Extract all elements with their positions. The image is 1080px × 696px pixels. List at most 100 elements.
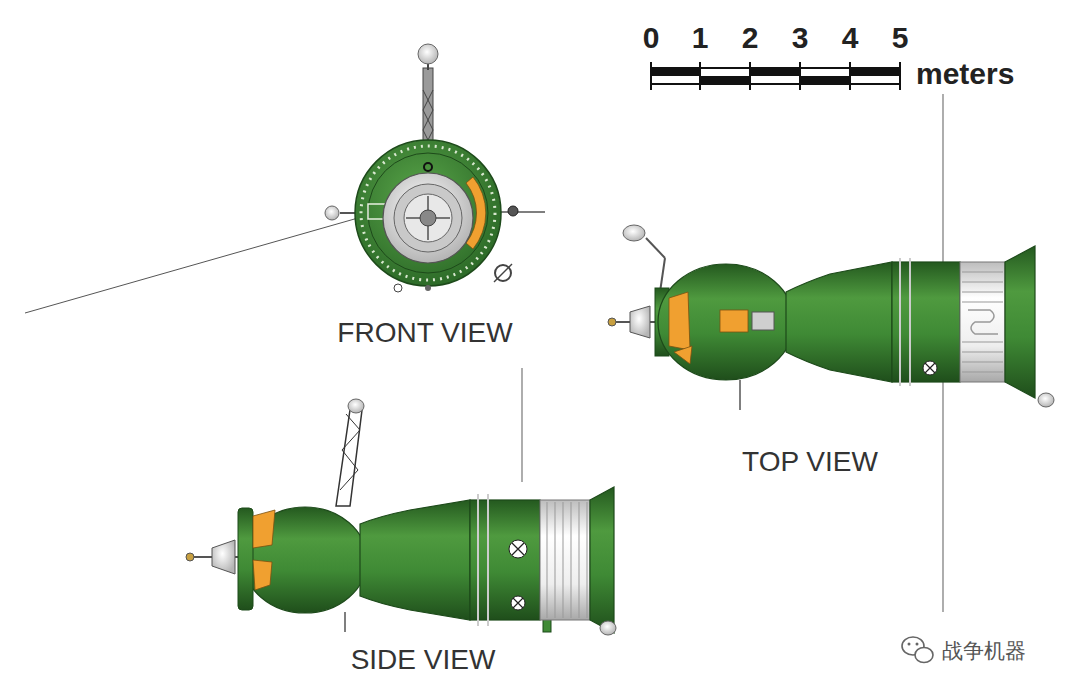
side-view-craft [348, 399, 364, 413]
unit-label: meters [916, 59, 1014, 89]
top-view-craft [674, 346, 692, 364]
front-view-craft [368, 153, 488, 273]
front-view-craft [394, 284, 402, 292]
view-label: SIDE VIEW [351, 646, 496, 674]
watermark-icon [908, 643, 911, 646]
scale-bar [750, 68, 800, 76]
side-view-craft [600, 621, 616, 635]
top-view-craft [752, 312, 774, 330]
side-view-craft [186, 399, 616, 635]
front-view-craft [383, 173, 473, 263]
top-view-craft [630, 306, 650, 338]
scale-number: 5 [892, 23, 909, 53]
scale-number: 3 [792, 23, 809, 53]
side-view-craft [253, 560, 272, 590]
top-view-craft [720, 310, 748, 332]
scale-bar [651, 68, 900, 84]
side-view-craft [579, 502, 580, 618]
view-label: FRONT VIEW [337, 319, 512, 347]
top-view-craft [658, 264, 794, 380]
front-view-craft [425, 285, 431, 291]
front-view-craft [424, 163, 432, 171]
top-view-craft [899, 258, 901, 386]
front-view-craft [394, 184, 462, 252]
side-view-craft [477, 494, 479, 626]
scale-number: 0 [643, 23, 660, 53]
scale-bar [850, 68, 900, 76]
view-label: TOP VIEW [742, 448, 878, 476]
top-view-craft [962, 282, 1003, 283]
top-view-craft [660, 258, 665, 292]
watermark: 战争机器 [942, 640, 1026, 661]
watermark-icon [916, 643, 919, 646]
top-view-craft [962, 362, 1003, 363]
top-view-craft [909, 258, 911, 386]
scale-bar [899, 62, 901, 90]
front-view-craft [495, 265, 511, 281]
front-view-craft [494, 264, 512, 282]
side-view-craft [512, 543, 524, 555]
side-view-craft [243, 507, 367, 613]
top-view-craft [962, 342, 1003, 343]
top-view-craft [968, 310, 998, 334]
scale-number: 2 [742, 23, 759, 53]
top-view-craft [608, 318, 616, 326]
scale-bar [849, 62, 851, 90]
watermark-icon [902, 637, 933, 663]
top-view-craft [1038, 393, 1054, 407]
top-view-craft [962, 272, 1003, 372]
top-view-craft [960, 262, 1005, 382]
top-view-craft [739, 380, 741, 410]
side-view-craft [547, 502, 548, 618]
front-view-craft [355, 140, 501, 286]
top-view-craft [962, 272, 1003, 273]
scale-bar [749, 62, 751, 90]
side-view-craft [340, 414, 360, 490]
top-view-craft [1005, 246, 1035, 398]
side-view-craft [547, 502, 587, 618]
top-view-craft [623, 225, 645, 241]
top-view-craft [925, 363, 935, 373]
front-view-craft [325, 44, 545, 292]
side-view-craft [513, 598, 523, 608]
scale-bar [700, 76, 750, 84]
side-view-craft [540, 500, 590, 620]
scale-number: 1 [692, 23, 709, 53]
top-view-craft [962, 302, 1003, 303]
side-view-craft [563, 502, 564, 618]
side-view-craft [555, 502, 556, 618]
scale-bar [699, 62, 701, 90]
side-view-craft [344, 612, 346, 632]
watermark-icon [915, 648, 933, 663]
front-view-craft [404, 194, 452, 242]
reference-line [521, 368, 522, 482]
front-view-craft [420, 210, 436, 226]
top-view-craft [892, 262, 960, 382]
top-view-craft [669, 292, 690, 350]
top-view-craft [962, 372, 1003, 373]
side-view-craft [590, 487, 614, 633]
scale-number: 4 [842, 23, 859, 53]
side-view-craft [509, 540, 527, 558]
scale-bar [651, 68, 700, 76]
scale-bar [799, 62, 801, 90]
scale-bar [651, 62, 900, 90]
top-view-craft [646, 238, 665, 258]
front-view-craft [418, 44, 438, 64]
side-view-craft [253, 510, 275, 548]
side-view-craft [470, 500, 540, 620]
side-view-craft [511, 596, 525, 610]
scale-bar [650, 62, 652, 90]
front-view-craft [325, 206, 339, 220]
top-view-craft [962, 352, 1003, 353]
reference-line [25, 218, 358, 313]
side-view-craft [336, 410, 362, 506]
front-view-craft [498, 211, 545, 213]
side-view-craft [186, 553, 194, 561]
top-view-craft [608, 225, 1054, 410]
side-view-craft [487, 494, 489, 626]
side-view-craft [212, 540, 235, 574]
scale-bar [800, 76, 850, 84]
